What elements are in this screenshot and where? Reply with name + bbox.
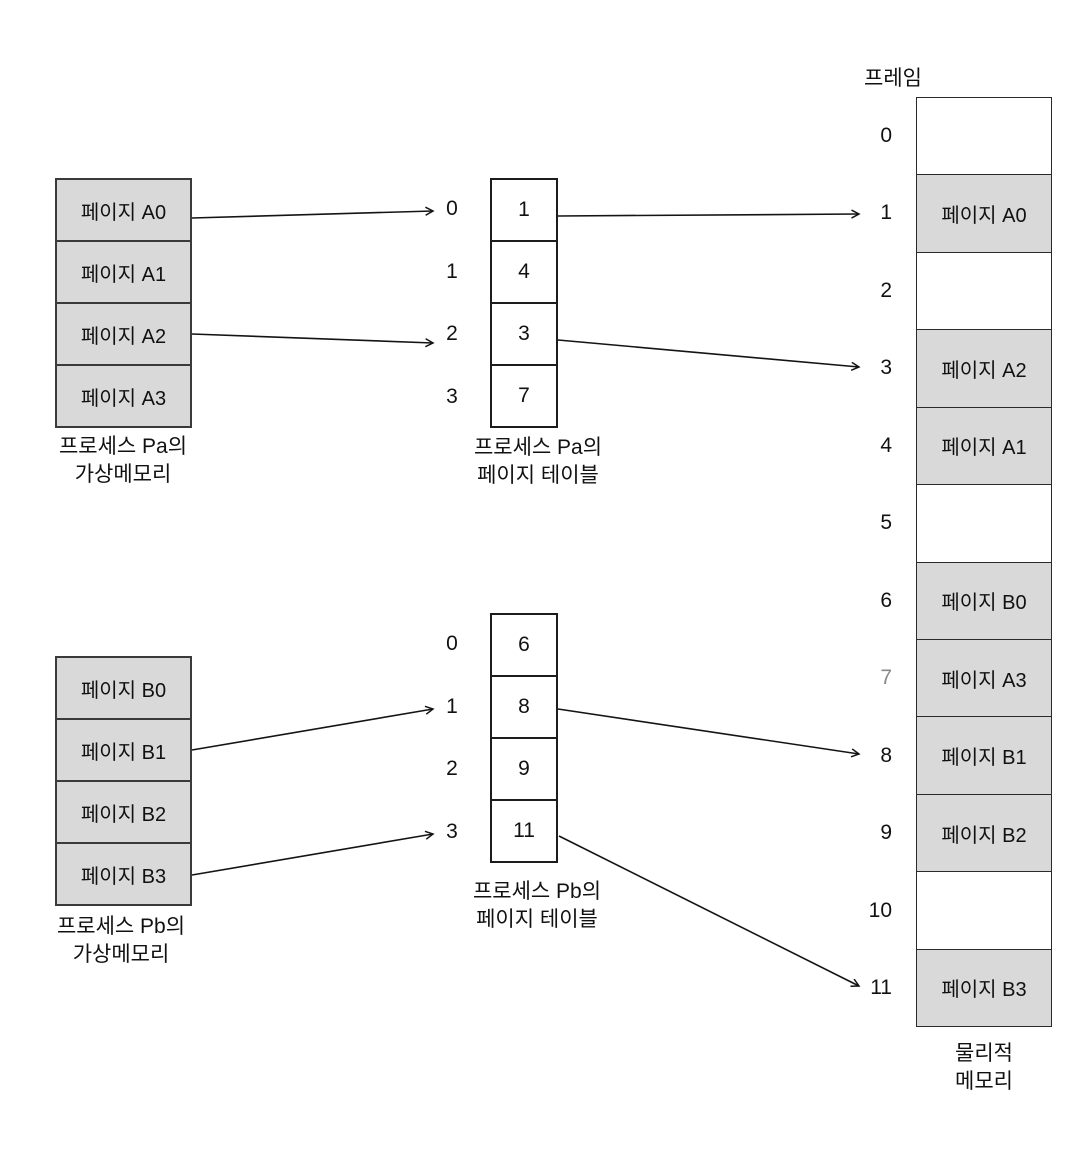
frame-number: 7 — [880, 666, 892, 690]
frame-cell — [917, 484, 1051, 561]
frame-number: 1 — [880, 201, 892, 225]
frame-cell: 페이지 B2 — [917, 793, 1051, 872]
physical-memory: 페이지 A0 페이지 A2 페이지 A1 페이지 B0 페이지 A3 페이지 B… — [916, 97, 1052, 1027]
frame-number: 9 — [880, 821, 892, 845]
frame-number: 10 — [868, 898, 892, 922]
frame-cell: 페이지 A2 — [917, 329, 1051, 407]
vm-page-cell: 페이지 A1 — [57, 240, 190, 302]
page-table-index: 3 — [446, 384, 458, 408]
pa-page-table: 1 4 3 7 — [490, 178, 558, 428]
caption-line: 가상메모리 — [74, 463, 172, 486]
page-table-value: 4 — [492, 240, 556, 302]
pb-virtual-memory-caption: 프로세스 Pb의 가상메모리 — [21, 913, 221, 969]
frame-cell: 페이지 B0 — [917, 561, 1051, 639]
frame-cell — [917, 251, 1051, 329]
caption-line: 물리적 — [955, 1042, 1013, 1065]
frame-cell: 페이지 A0 — [917, 174, 1051, 252]
pb-page-table: 6 8 9 11 — [490, 613, 558, 863]
vm-page-cell: 페이지 B0 — [80, 679, 167, 702]
caption-line: 프로세스 Pa의 — [58, 435, 188, 458]
frame-number: 0 — [880, 123, 892, 147]
vm-page-cell: 페이지 B2 — [57, 780, 190, 842]
frame-column-header: 프레임 — [864, 67, 922, 90]
pb-virtual-memory: 페이지 B0 페이지 B1 페이지 B2 페이지 B3 — [55, 656, 192, 906]
page-table-index: 1 — [446, 259, 458, 283]
frame-number: 3 — [880, 356, 892, 380]
physical-memory-caption: 물리적 메모리 — [884, 1040, 1084, 1096]
frame-cell: 페이지 A3 — [917, 638, 1051, 717]
page-table-index: 0 — [446, 197, 458, 221]
vm-page-cell: 페이지 A3 — [57, 364, 190, 426]
arrow-pageB3-to-ptB3 — [191, 834, 433, 876]
pa-page-table-indices: 0 1 2 3 — [430, 178, 474, 428]
pb-page-table-caption: 프로세스 Pb의 페이지 테이블 — [437, 878, 637, 934]
page-table-index: 2 — [446, 322, 458, 346]
pa-virtual-memory: 페이지 A0 페이지 A1 페이지 A2 페이지 A3 — [55, 178, 192, 428]
arrow-pageA0-to-ptA0 — [191, 211, 433, 219]
arrow-ptB1-to-frame8 — [557, 708, 859, 754]
caption-line: 프로세스 Pb의 — [56, 915, 186, 938]
caption-line: 가상메모리 — [72, 943, 170, 966]
frame-cell — [917, 98, 1051, 174]
caption-line: 메모리 — [955, 1070, 1013, 1093]
page-table-value: 1 — [518, 198, 530, 221]
vm-page-cell: 페이지 B3 — [57, 842, 190, 904]
frame-number: 5 — [880, 511, 892, 535]
arrow-ptA2-to-frame3 — [557, 339, 859, 367]
arrow-pageA2-to-ptA2 — [191, 333, 433, 343]
page-table-index: 1 — [446, 694, 458, 718]
frame-number: 8 — [880, 743, 892, 767]
frame-number: 6 — [880, 588, 892, 612]
vm-page-cell: 페이지 A0 — [80, 201, 167, 224]
frame-numbers: 0 1 2 3 4 5 6 7 8 9 10 11 — [834, 97, 892, 1027]
pa-page-table-caption: 프로세스 Pa의 페이지 테이블 — [438, 434, 638, 490]
frame-cell: 페이지 B3 — [917, 948, 1051, 1027]
caption-line: 페이지 테이블 — [477, 464, 599, 487]
caption-line: 프로세스 Pa의 — [473, 436, 603, 459]
page-table-value: 9 — [492, 737, 556, 799]
page-table-index: 2 — [446, 757, 458, 781]
page-table-value: 3 — [492, 302, 556, 364]
frame-cell: 페이지 A1 — [917, 406, 1051, 485]
frame-number: 2 — [880, 278, 892, 302]
arrow-pageB1-to-ptB1 — [191, 709, 433, 751]
page-table-value: 6 — [518, 633, 530, 656]
page-table-value: 7 — [492, 364, 556, 426]
frame-cell: 페이지 B1 — [917, 716, 1051, 794]
page-table-index: 3 — [446, 819, 458, 843]
page-table-index: 0 — [446, 632, 458, 656]
vm-page-cell: 페이지 B1 — [57, 718, 190, 780]
arrow-ptA0-to-frame1 — [557, 214, 859, 216]
page-table-value: 8 — [492, 675, 556, 737]
caption-line: 프로세스 Pb의 — [472, 880, 602, 903]
vm-page-cell: 페이지 A2 — [57, 302, 190, 364]
frame-number: 4 — [880, 433, 892, 457]
frame-number: 11 — [870, 976, 892, 1000]
pa-virtual-memory-caption: 프로세스 Pa의 가상메모리 — [23, 433, 223, 489]
page-table-value: 11 — [492, 799, 556, 861]
caption-line: 페이지 테이블 — [476, 908, 598, 931]
frame-cell — [917, 871, 1051, 948]
pb-page-table-indices: 0 1 2 3 — [430, 613, 474, 863]
